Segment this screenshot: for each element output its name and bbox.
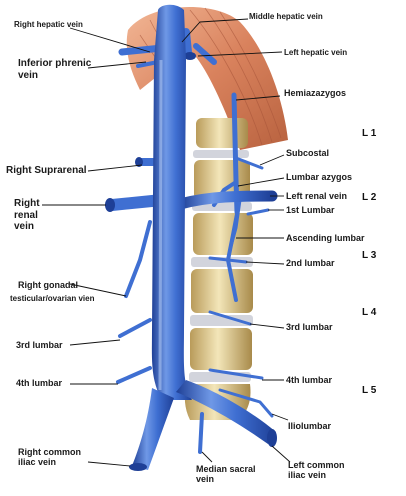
label-left-renal-vein: Left renal vein xyxy=(286,191,348,201)
label-right-hepatic-vein: Right hepatic vein xyxy=(14,20,83,29)
median-sacral-vein xyxy=(198,412,204,454)
level-l5: L 5 xyxy=(362,385,377,396)
level-l2: L 2 xyxy=(362,192,377,203)
right-gonadal-vein xyxy=(124,220,152,298)
label-right-suprarenal: Right Suprarenal xyxy=(6,165,87,176)
level-l1: L 1 xyxy=(362,128,377,139)
level-l4: L 4 xyxy=(362,307,377,318)
label-middle-hepatic-vein: Middle hepatic vein xyxy=(249,12,323,21)
label-median-sacral-vein: Median sacral vein xyxy=(196,464,256,485)
label-lumbar-azygos: Lumbar azygos xyxy=(286,172,353,182)
label-left-hepatic-vein: Left hepatic vein xyxy=(284,48,348,57)
left-renal-vein xyxy=(174,190,278,210)
label-right-renal-vein: Right renal vein xyxy=(14,198,40,232)
label-hemiazygos: Hemiazazygos xyxy=(284,88,347,98)
label-fourth-lumbar-left: 4th lumbar xyxy=(286,375,333,385)
label-inferior-phrenic-vein: Inferior phrenic vein xyxy=(18,58,92,81)
label-first-lumbar: 1st Lumbar xyxy=(286,205,335,215)
label-fourth-lumbar-right: 4th lumbar xyxy=(16,378,63,388)
label-ascending-lumbar: Ascending lumbar xyxy=(286,233,365,243)
label-third-lumbar-right: 3rd lumbar xyxy=(16,340,63,350)
label-right-common-iliac-vein: Right common iliac vein xyxy=(18,447,81,468)
left-common-iliac-vein xyxy=(176,380,276,444)
label-iliolumbar: Iliolumbar xyxy=(288,421,332,431)
label-third-lumbar-left: 3rd lumbar xyxy=(286,322,333,332)
right-lumbar-3 xyxy=(118,318,152,338)
label-left-common-iliac-vein: Left common iliac vein xyxy=(288,460,345,481)
label-subcostal: Subcostal xyxy=(286,148,330,158)
label-second-lumbar: 2nd lumbar xyxy=(286,258,335,268)
right-lumbar-4 xyxy=(116,366,152,384)
leader-lines xyxy=(42,18,291,467)
right-common-iliac-vein xyxy=(132,388,174,470)
label-right-gonadal: Right gonadal xyxy=(18,280,78,290)
level-l3: L 3 xyxy=(362,250,377,261)
label-right-gonadal-sub: testicular/ovarian vien xyxy=(10,294,95,303)
